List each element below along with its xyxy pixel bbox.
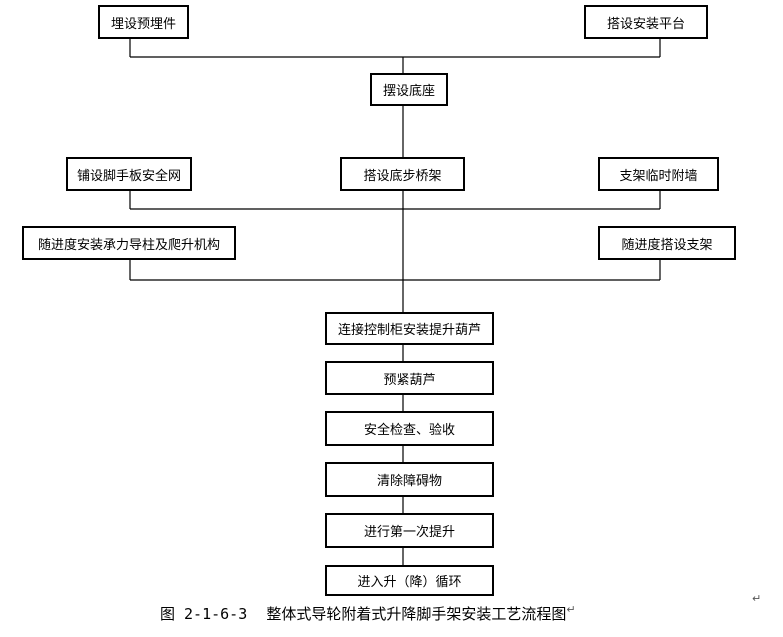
node-install-platform: 搭设安装平台 bbox=[584, 5, 708, 39]
figure-title: 整体式导轮附着式升降脚手架安装工艺流程图 bbox=[266, 605, 567, 623]
node-clear-obstacles: 清除障碍物 bbox=[325, 462, 494, 497]
node-control-cabinet: 连接控制柜安装提升葫芦 bbox=[325, 312, 494, 345]
node-embed-parts: 埋设预埋件 bbox=[98, 5, 189, 39]
node-place-base: 摆设底座 bbox=[370, 73, 448, 106]
node-erect-support: 随进度搭设支架 bbox=[598, 226, 736, 260]
node-guide-column: 随进度安装承力导柱及爬升机构 bbox=[22, 226, 236, 260]
paragraph-mark: ↵ bbox=[566, 603, 576, 616]
node-lay-planks-net: 铺设脚手板安全网 bbox=[66, 157, 192, 191]
figure-caption: 图 2-1-6-3 整体式导轮附着式升降脚手架安装工艺流程图↵ bbox=[160, 603, 576, 624]
figure-number: 图 2-1-6-3 bbox=[160, 605, 248, 623]
paragraph-mark: ↵ bbox=[752, 592, 762, 605]
node-safety-check: 安全检查、验收 bbox=[325, 411, 494, 446]
node-lift-cycle: 进入升（降）循环 bbox=[325, 565, 494, 596]
node-first-lift: 进行第一次提升 bbox=[325, 513, 494, 548]
node-pretension-hoist: 预紧葫芦 bbox=[325, 361, 494, 395]
node-bottom-bridge: 搭设底步桥架 bbox=[340, 157, 465, 191]
node-temp-wall-tie: 支架临时附墙 bbox=[598, 157, 719, 191]
